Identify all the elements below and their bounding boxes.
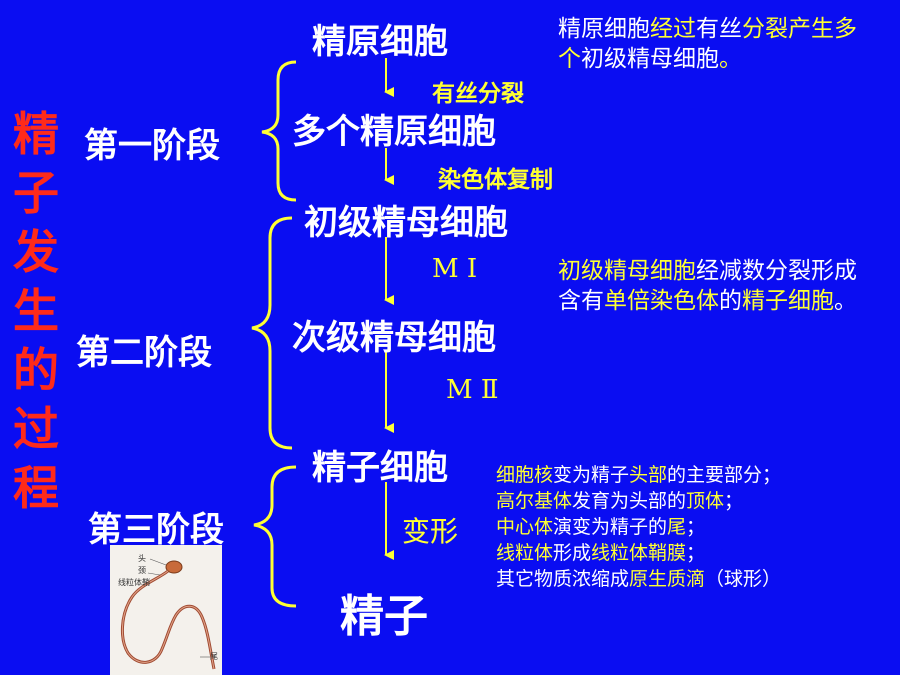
- note3-run: 的主要部分；: [667, 464, 782, 486]
- process-mitosis: 有丝分裂: [432, 81, 524, 107]
- brace-stage-2: [251, 216, 293, 450]
- note3-line: 线粒体形成线粒体鞘膜；: [496, 540, 896, 566]
- note3-run: 高尔基体: [496, 490, 573, 512]
- note3-run: 发育为头部的: [572, 490, 687, 512]
- note3-run: 线粒体: [496, 542, 554, 564]
- note-stage-1: 精原细胞经过有丝分裂产生多个初级精母细胞。: [558, 14, 878, 74]
- process-chromosome-replication: 染色体复制: [438, 167, 553, 193]
- note1-run: 初级精母细胞: [581, 46, 719, 72]
- note2-run: 。: [834, 288, 857, 314]
- note3-run: 中心体: [496, 516, 554, 538]
- note-stage-3: 细胞核变为精子头部的主要部分；高尔基体发育为头部的顶体；中心体演变为精子的尾；线…: [496, 462, 896, 592]
- sperm-illustration: 头 颈 线粒体鞘 尾: [110, 545, 222, 675]
- stage-3-label: 第三阶段: [88, 510, 224, 550]
- node-spermatid: 精子细胞: [312, 448, 448, 488]
- note3-line: 中心体演变为精子的尾；: [496, 514, 896, 540]
- node-sperm: 精子: [340, 591, 428, 642]
- note3-run: ；: [686, 516, 706, 538]
- note3-run: 细胞核: [496, 464, 554, 486]
- node-primary-spermatocyte: 初级精母细胞: [304, 203, 508, 243]
- brace-stage-3: [253, 465, 297, 608]
- node-spermatogonium: 精原细胞: [312, 22, 448, 62]
- note2-run: 精子细胞: [742, 288, 834, 314]
- note3-run: 线粒体鞘膜: [591, 542, 687, 564]
- note3-run: 变为精子: [553, 464, 630, 486]
- label-neck: 颈: [138, 566, 146, 575]
- note2-run: 单倍染色体: [604, 288, 719, 314]
- note3-run: ；: [724, 490, 744, 512]
- stage-1-label: 第一阶段: [84, 126, 220, 166]
- note2-run: 经减数分裂形成含有: [558, 258, 857, 314]
- process-meiosis-1: M Ⅰ: [432, 254, 478, 284]
- process-meiosis-2: M Ⅱ: [446, 375, 499, 405]
- note3-run: 尾: [667, 516, 687, 538]
- note3-run: （球形）: [705, 568, 782, 590]
- note3-run: 原生质滴: [629, 568, 706, 590]
- node-secondary-spermatocyte: 次级精母细胞: [292, 318, 496, 358]
- note3-run: 形成: [553, 542, 592, 564]
- slide-title: 精子发生的过程: [13, 107, 59, 515]
- label-tail: 尾: [210, 652, 218, 661]
- sperm-drawing: [121, 558, 216, 670]
- note3-run: 顶体: [686, 490, 725, 512]
- note3-line: 高尔基体发育为头部的顶体；: [496, 488, 896, 514]
- note2-run: 的: [719, 288, 742, 314]
- note1-run: 分裂产生多个: [558, 16, 857, 72]
- node-multiple-spermatogonia: 多个精原细胞: [292, 112, 496, 152]
- note2-run: 初级精母细胞: [558, 258, 696, 284]
- note1-run: 经过: [650, 16, 696, 42]
- note3-run: 演变为精子的: [553, 516, 668, 538]
- note3-line: 细胞核变为精子头部的主要部分；: [496, 462, 896, 488]
- note3-run: ；: [686, 542, 706, 564]
- note3-line: 其它物质浓缩成原生质滴（球形）: [496, 566, 896, 592]
- note3-run: 头部: [629, 464, 668, 486]
- note1-run: 精原细胞: [558, 16, 650, 42]
- label-head: 头: [138, 554, 146, 563]
- note-stage-2: 初级精母细胞经减数分裂形成含有单倍染色体的精子细胞。: [558, 256, 868, 316]
- note3-run: 其它物质浓缩成: [496, 568, 630, 590]
- brace-stage-1: [261, 60, 297, 202]
- process-transformation: 变形: [402, 515, 459, 548]
- label-mitochondrial-sheath: 线粒体鞘: [118, 578, 150, 587]
- note1-run: 。: [719, 46, 742, 72]
- stage-2-label: 第二阶段: [76, 333, 212, 373]
- note1-run: 有丝: [696, 16, 742, 42]
